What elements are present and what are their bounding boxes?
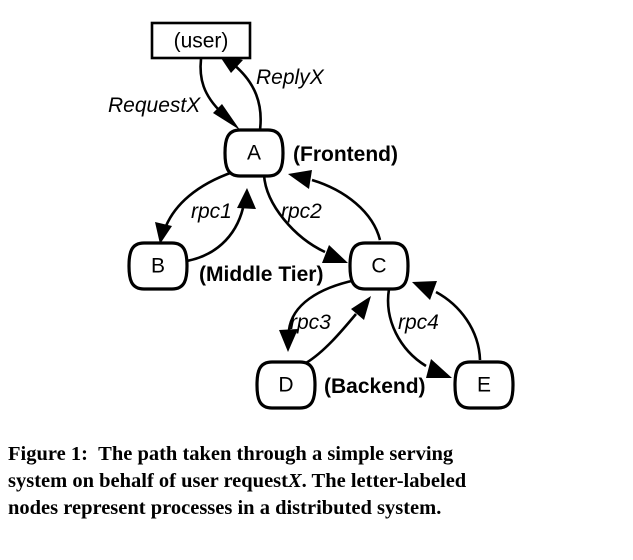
- edge-request-x: [199, 58, 240, 130]
- caption-text-2b: . The letter-labeled: [301, 470, 467, 493]
- edge-label-rpc2: rpc2: [281, 200, 322, 223]
- edge-rpc4-back-arrowhead: [412, 281, 437, 300]
- tier-label-frontend: (Frontend): [293, 143, 398, 166]
- edge-rpc4-back-line: [435, 290, 482, 361]
- node-c[interactable]: C: [348, 241, 410, 291]
- tier-label-backend: (Backend): [324, 375, 426, 398]
- edge-rpc1-back-line: [179, 207, 245, 264]
- node-b-label: B: [151, 255, 165, 278]
- node-e-label: E: [477, 374, 491, 397]
- node-d[interactable]: D: [255, 360, 317, 410]
- edge-label-rpc4: rpc4: [398, 311, 439, 334]
- edge-rpc3-out-line: [287, 278, 357, 331]
- edge-rpc2-back-arrowhead: [288, 170, 312, 189]
- node-b-shape: [127, 241, 189, 291]
- edge-rpc1-out-line: [164, 170, 234, 227]
- node-user-label: (user): [174, 30, 229, 53]
- edge-rpc1-back-arrowhead: [237, 188, 256, 209]
- edge-label-request-x: RequestX: [108, 94, 201, 117]
- edge-rpc2-back-line: [311, 178, 382, 241]
- node-a-shape: [223, 128, 285, 178]
- edge-rpc2-back: [288, 170, 382, 241]
- edge-request-x-line: [199, 58, 223, 114]
- node-c-label: C: [371, 255, 386, 278]
- edge-label-reply-x: ReplyX: [256, 66, 325, 89]
- edge-rpc3-back-arrowhead: [351, 296, 371, 320]
- edge-request-x-arrowhead: [213, 104, 240, 130]
- edge-rpc2-out-line: [262, 174, 326, 254]
- node-b[interactable]: B: [127, 241, 189, 291]
- node-user-shape: [150, 21, 252, 60]
- edge-rpc3-out: [279, 278, 357, 352]
- edge-rpc1-out: [155, 170, 234, 244]
- caption-figure-label: Figure 1:: [8, 443, 88, 465]
- caption-line-1: Figure 1: The path taken through a simpl…: [8, 441, 626, 468]
- node-d-shape: [255, 360, 317, 410]
- node-d-label: D: [278, 374, 293, 397]
- edge-label-rpc1: rpc1: [191, 200, 232, 223]
- node-a[interactable]: A: [223, 128, 285, 178]
- caption-line-3: nodes represent processes in a distribut…: [8, 497, 442, 520]
- caption-line-2: system on behalf of user requestX. The l…: [8, 468, 626, 495]
- node-a-label: A: [247, 142, 261, 165]
- edge-reply-x-line: [232, 62, 262, 131]
- edge-rpc3-out-arrowhead: [279, 329, 298, 352]
- caption-text-2a: system on behalf of user request: [8, 470, 288, 493]
- edge-rpc2-out-arrowhead: [322, 245, 348, 263]
- node-e[interactable]: E: [453, 360, 515, 410]
- edge-rpc1-out-arrowhead: [155, 222, 172, 244]
- diagram-area: (user) A B C D: [108, 21, 515, 410]
- caption-text-1: The path taken through a simple serving: [98, 443, 454, 465]
- edge-rpc4-out-arrowhead: [426, 359, 452, 378]
- edge-rpc3-back-line: [305, 313, 357, 365]
- edge-rpc3-back: [305, 296, 371, 365]
- edge-label-rpc3: rpc3: [290, 311, 331, 334]
- node-c-shape: [348, 241, 410, 291]
- caption-request-symbol: X: [287, 470, 302, 493]
- edge-rpc4-back: [412, 281, 482, 361]
- tier-label-middle-tier: (Middle Tier): [199, 263, 323, 286]
- figure-caption: Figure 1: The path taken through a simpl…: [8, 441, 626, 522]
- edge-rpc1-back: [179, 188, 256, 264]
- serving-system-diagram: (user) A B C D: [108, 21, 515, 410]
- edge-rpc4-out: [386, 288, 452, 378]
- edge-rpc4-out-line: [386, 288, 427, 368]
- node-e-shape: [453, 360, 515, 410]
- node-user[interactable]: (user): [150, 21, 252, 60]
- edge-rpc2-out: [262, 174, 348, 263]
